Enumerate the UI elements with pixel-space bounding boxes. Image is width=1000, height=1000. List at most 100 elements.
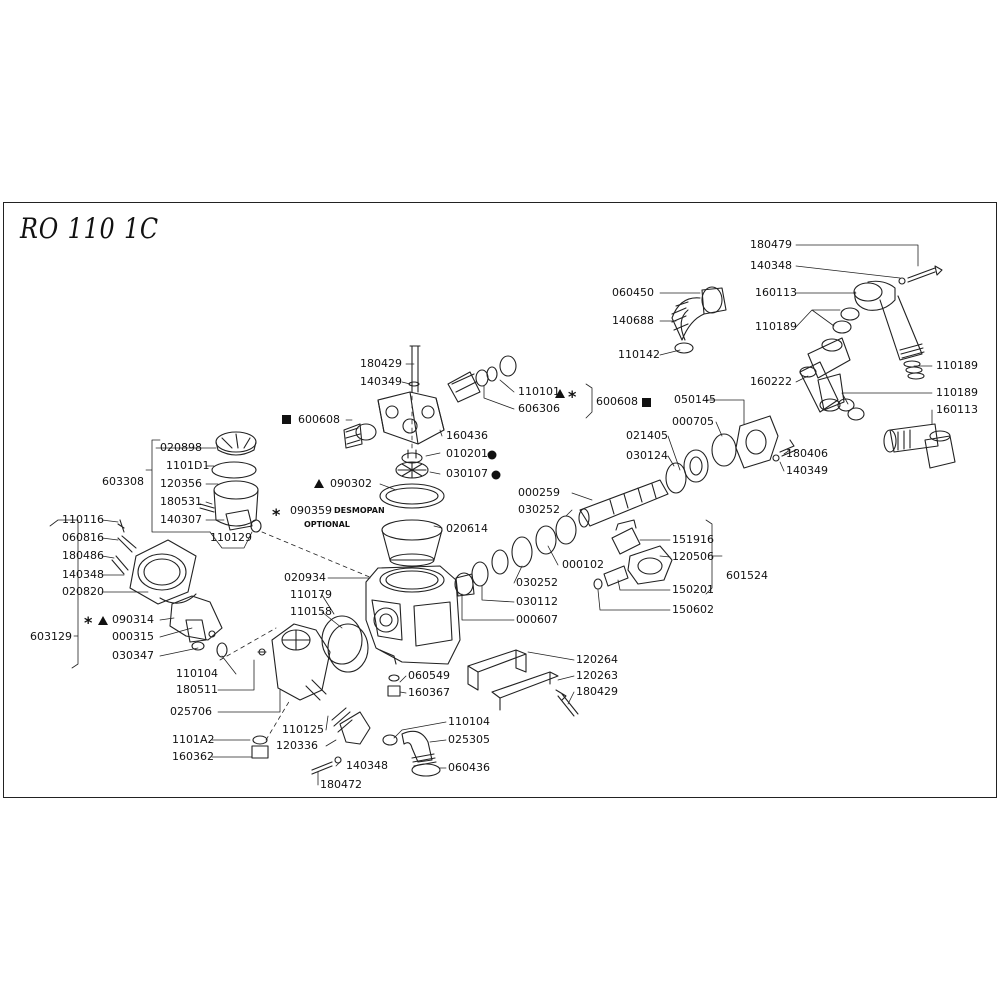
asterisk-symbol-icon: * — [272, 505, 281, 524]
part-label-603129: 603129 — [30, 630, 72, 643]
part-label-110125: 110125 — [282, 723, 324, 736]
part-label-180429: 180429 — [360, 357, 402, 370]
part-label-110189: 110189 — [936, 359, 978, 372]
part-label-060549: 060549 — [408, 669, 450, 682]
part-label-110158: 110158 — [290, 605, 332, 618]
part-label-110116: 110116 — [62, 513, 104, 526]
part-label-140348: 140348 — [62, 568, 104, 581]
leader-lines — [49, 244, 933, 786]
triangle-symbol-icon — [98, 616, 108, 625]
triangle-symbol-icon — [314, 479, 324, 488]
part-label-160222: 160222 — [750, 375, 792, 388]
part-label-151916: 151916 — [672, 533, 714, 546]
part-label-600608: 600608 — [596, 395, 638, 408]
part-label-000315: 000315 — [112, 630, 154, 643]
part-label-110189: 110189 — [755, 320, 797, 333]
part-label-030112: 030112 — [516, 595, 558, 608]
optional-note: OPTIONAL — [304, 520, 350, 529]
suction-elbow-assembly — [671, 286, 727, 354]
part-label-110189: 110189 — [936, 386, 978, 399]
part-label-603308: 603308 — [102, 475, 144, 488]
part-label-180511: 180511 — [176, 683, 218, 696]
part-label-140349: 140349 — [360, 375, 402, 388]
part-label-1101A2: 1101A2 — [172, 733, 215, 746]
lower-pump-head-assembly — [251, 623, 371, 775]
part-label-020614: 020614 — [446, 522, 488, 535]
diagram-title: RO 110 1C — [20, 212, 160, 245]
part-label-110142: 110142 — [618, 348, 660, 361]
part-label-120264: 120264 — [576, 653, 618, 666]
part-label-020934: 020934 — [284, 571, 326, 584]
circle-symbol-icon — [487, 450, 497, 460]
part-label-120506: 120506 — [672, 550, 714, 563]
part-label-000705: 000705 — [672, 415, 714, 428]
return-manifold-assembly — [799, 265, 956, 469]
part-label-180531: 180531 — [160, 495, 202, 508]
part-label-140348: 140348 — [750, 259, 792, 272]
part-label-180429: 180429 — [576, 685, 618, 698]
part-label-120336: 120336 — [276, 739, 318, 752]
part-label-030252: 030252 — [518, 503, 560, 516]
square-symbol-icon — [642, 398, 651, 407]
part-label-030124: 030124 — [626, 449, 668, 462]
desmopan-note: DESMOPAN — [334, 506, 385, 515]
part-label-110179: 110179 — [290, 588, 332, 601]
part-label-160436: 160436 — [446, 429, 488, 442]
part-label-601524: 601524 — [726, 569, 768, 582]
connecting-rod-assembly — [593, 519, 673, 590]
part-label-180486: 180486 — [62, 549, 104, 562]
part-label-030107: 030107 — [446, 467, 488, 480]
part-label-140348: 140348 — [346, 759, 388, 772]
part-label-1101D1: 1101D1 — [166, 459, 210, 472]
asterisk-symbol-icon: * — [84, 613, 93, 632]
part-label-180479: 180479 — [750, 238, 792, 251]
square-symbol-icon — [282, 415, 291, 424]
triangle-symbol-icon — [555, 389, 565, 398]
part-label-060436: 060436 — [448, 761, 490, 774]
part-label-160362: 160362 — [172, 750, 214, 763]
part-label-050145: 050145 — [674, 393, 716, 406]
part-label-090359: 090359 — [290, 504, 332, 517]
part-label-025305: 025305 — [448, 733, 490, 746]
left-pump-head-assembly — [199, 431, 262, 533]
part-label-021405: 021405 — [626, 429, 668, 442]
part-label-110104: 110104 — [176, 667, 218, 680]
left-cover-assembly — [111, 519, 228, 658]
part-label-160113: 160113 — [936, 403, 978, 416]
part-label-140349: 140349 — [786, 464, 828, 477]
part-label-000102: 000102 — [562, 558, 604, 571]
circle-symbol-icon — [491, 470, 501, 480]
part-label-020820: 020820 — [62, 585, 104, 598]
part-label-000259: 000259 — [518, 486, 560, 499]
part-label-160367: 160367 — [408, 686, 450, 699]
part-label-060450: 060450 — [612, 286, 654, 299]
part-label-150602: 150602 — [672, 603, 714, 616]
part-label-110129: 110129 — [210, 531, 252, 544]
outlet-elbow-assembly — [382, 730, 441, 777]
part-label-180406: 180406 — [786, 447, 828, 460]
part-label-150201: 150201 — [672, 583, 714, 596]
part-label-000607: 000607 — [516, 613, 558, 626]
part-label-120356: 120356 — [160, 477, 202, 490]
assembly-guide-lines — [219, 395, 413, 741]
part-label-180472: 180472 — [320, 778, 362, 791]
part-label-140307: 140307 — [160, 513, 202, 526]
part-label-030252: 030252 — [516, 576, 558, 589]
part-label-606306: 606306 — [518, 402, 560, 415]
part-label-060816: 060816 — [62, 531, 104, 544]
part-label-090302: 090302 — [330, 477, 372, 490]
part-label-020898: 020898 — [160, 441, 202, 454]
part-label-110104: 110104 — [448, 715, 490, 728]
asterisk-symbol-icon: * — [568, 387, 577, 406]
part-label-030347: 030347 — [112, 649, 154, 662]
part-label-600608: 600608 — [298, 413, 340, 426]
part-label-120263: 120263 — [576, 669, 618, 682]
part-label-140688: 140688 — [612, 314, 654, 327]
part-label-025706: 025706 — [170, 705, 212, 718]
part-label-110101: 110101 — [518, 385, 560, 398]
part-label-160113: 160113 — [755, 286, 797, 299]
part-label-010201: 010201 — [446, 447, 488, 460]
part-label-090314: 090314 — [112, 613, 154, 626]
mounting-brackets — [467, 649, 579, 717]
